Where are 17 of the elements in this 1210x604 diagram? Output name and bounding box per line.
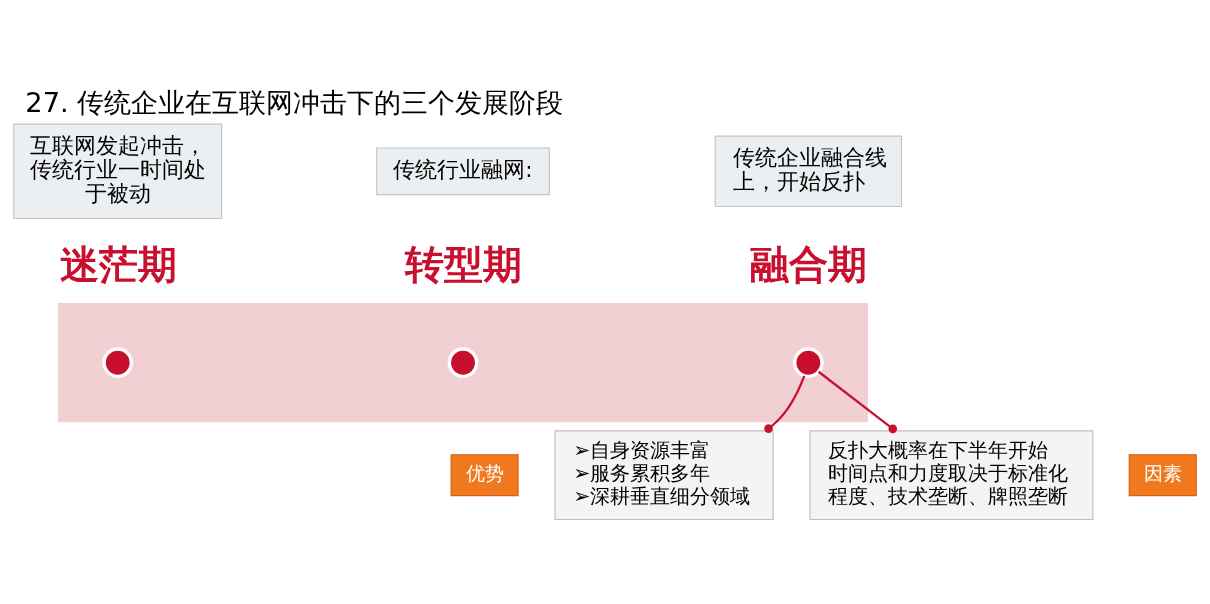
node-box: 反扑大概率在下半年开始 时间点和力度取决于标准化程度、技术垄断、牌照垄断 (809, 429, 1094, 520)
node-box: ➢自身资源丰富 ➢服务累积多年 ➢深耕垂直细分领域 (554, 429, 774, 520)
node-circle (793, 346, 824, 378)
diagram-title: 27. 传统企业在互联网冲击下的三个发展阶段 (25, 86, 564, 118)
node-label: 融合期 (750, 241, 868, 287)
node-box: 因素 (1128, 453, 1197, 496)
node-box: 传统企业融合线上，开始反扑 (714, 135, 903, 207)
connector (764, 375, 806, 433)
node-label: 转型期 (405, 241, 523, 287)
node-circle (447, 346, 479, 378)
node-circle (102, 346, 134, 378)
cluster (58, 302, 868, 422)
node-box: 传统行业融网: (376, 146, 550, 195)
node-box: 优势 (450, 453, 519, 496)
connector (817, 370, 898, 433)
node-label: 迷茫期 (59, 241, 177, 287)
node-box: 互联网发起冲击，传统行业一时间处于被动 (13, 123, 223, 219)
